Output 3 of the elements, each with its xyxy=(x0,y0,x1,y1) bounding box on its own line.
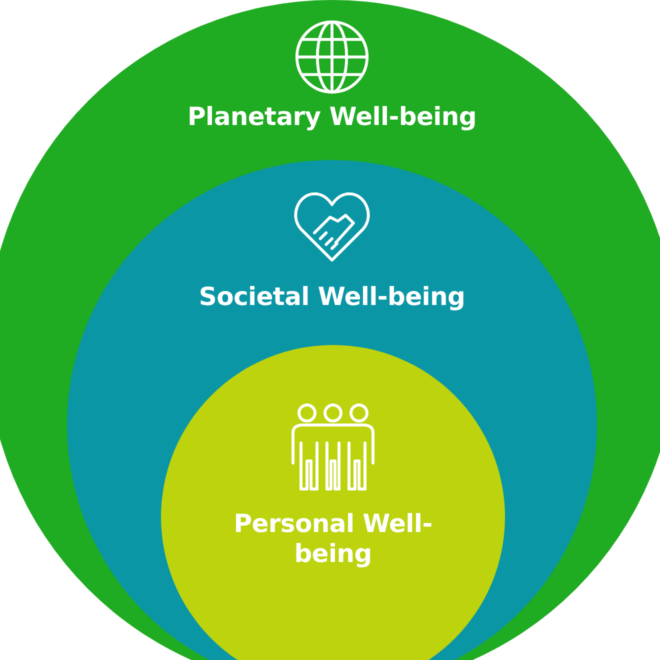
circle-label: Planetary Well-being xyxy=(188,102,476,132)
circle-label: Personal Well-being xyxy=(233,509,433,569)
circle-label: Societal Well-being xyxy=(198,282,466,312)
